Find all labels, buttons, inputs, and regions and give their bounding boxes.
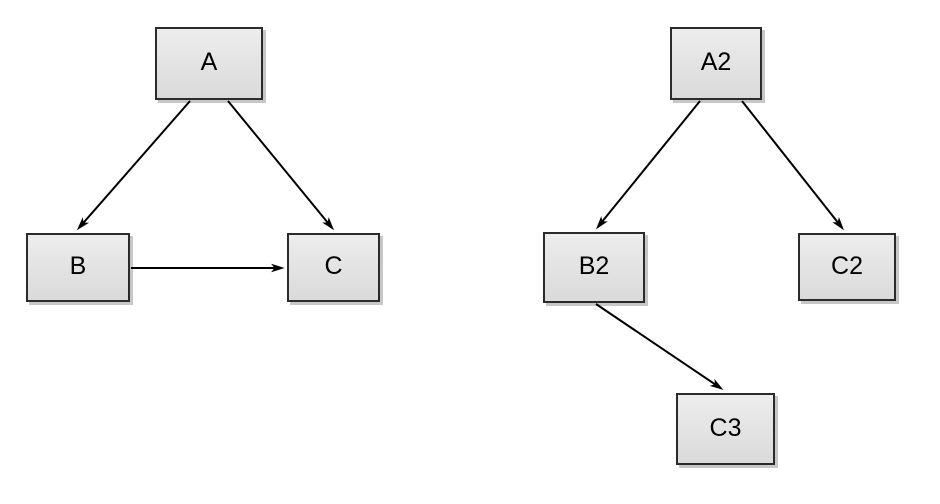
node-b2[interactable]: B2 [543,232,645,303]
node-b-label: B [69,252,87,280]
edge-a-b-arrowhead-icon [76,217,90,231]
node-b[interactable]: B [26,233,130,302]
node-c3-label: C3 [709,413,742,442]
edge-b2-c3 [595,303,724,390]
edge-a-c-arrowhead-icon [322,217,335,231]
edge-a-c-line [227,100,330,225]
node-c3[interactable]: C3 [676,393,775,465]
edge-b-c [131,263,285,273]
node-c-label: C [324,252,343,280]
edge-b-c-arrowhead-icon [271,263,285,273]
edge-a-b-line [81,100,191,226]
edge-a-b [76,100,191,231]
node-c2[interactable]: C2 [798,233,896,301]
edge-a2-b2-line [600,100,701,224]
edge-a2-c2 [741,100,845,231]
node-c2-label: C2 [831,251,863,280]
node-a[interactable]: A [155,27,263,100]
node-a2[interactable]: A2 [670,27,762,100]
edge-a2-b2-arrowhead-icon [595,216,608,230]
node-c[interactable]: C [287,233,380,302]
node-a-label: A [200,48,218,76]
edge-b2-c3-arrowhead-icon [709,378,724,390]
edge-a2-c2-arrowhead-icon [832,217,845,231]
edge-a2-c2-line [741,100,841,225]
edge-b2-c3-line [595,303,718,387]
node-b2-label: B2 [578,252,610,280]
edge-a2-b2 [595,100,701,230]
edge-a-c [227,100,335,231]
node-a2-label: A2 [700,48,732,76]
